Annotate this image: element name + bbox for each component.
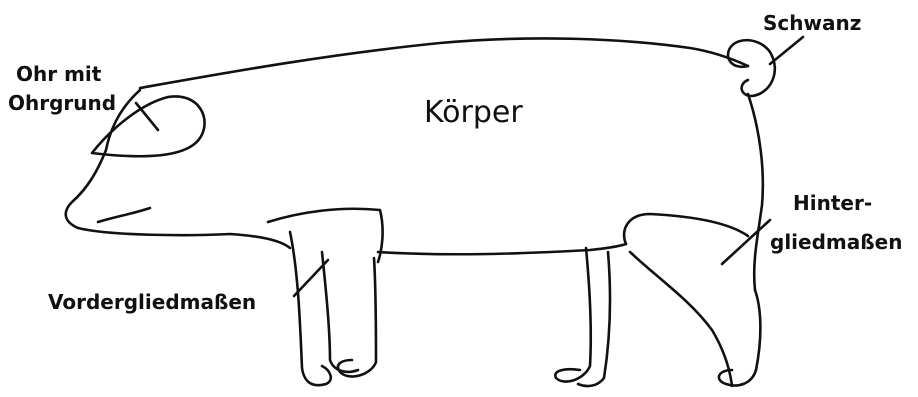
pig-hindleg-front-inner xyxy=(630,252,732,386)
tail-pointer-line xyxy=(770,37,803,64)
forelimb-pointer-line xyxy=(294,260,328,296)
pig-outline xyxy=(66,38,775,386)
ear-label-line2: Ohrgrund xyxy=(8,91,116,115)
pig-hindleg-front-edge xyxy=(578,252,610,386)
hindlimb-label-line2: gliedmaßen xyxy=(770,230,902,254)
body-label: Körper xyxy=(424,95,523,130)
pig-mouth-line xyxy=(98,208,150,222)
pig-tail-outline xyxy=(728,40,775,96)
ear-pointer-line xyxy=(136,103,158,130)
pig-foreleg-front-outline xyxy=(290,232,331,385)
pig-foreleg-shoulder-outline xyxy=(268,209,383,262)
pig-hindleg-rear-outline xyxy=(719,290,760,385)
pig-hindleg-ham-outline xyxy=(624,214,748,244)
pig-back-outline xyxy=(140,38,748,88)
ear-label-line1: Ohr mit xyxy=(16,62,102,86)
pig-belly-outline xyxy=(378,244,626,254)
hindlimb-label-line1: Hinter- xyxy=(793,191,872,215)
pig-foreleg-rear-outline xyxy=(338,258,376,377)
pig-rump-outline xyxy=(748,94,763,290)
pig-hindleg-front-outline xyxy=(555,248,590,382)
forelimb-label: Vordergliedmaßen xyxy=(48,290,256,314)
pig-foreleg-front-inner xyxy=(322,252,358,372)
tail-label: Schwanz xyxy=(763,11,861,35)
